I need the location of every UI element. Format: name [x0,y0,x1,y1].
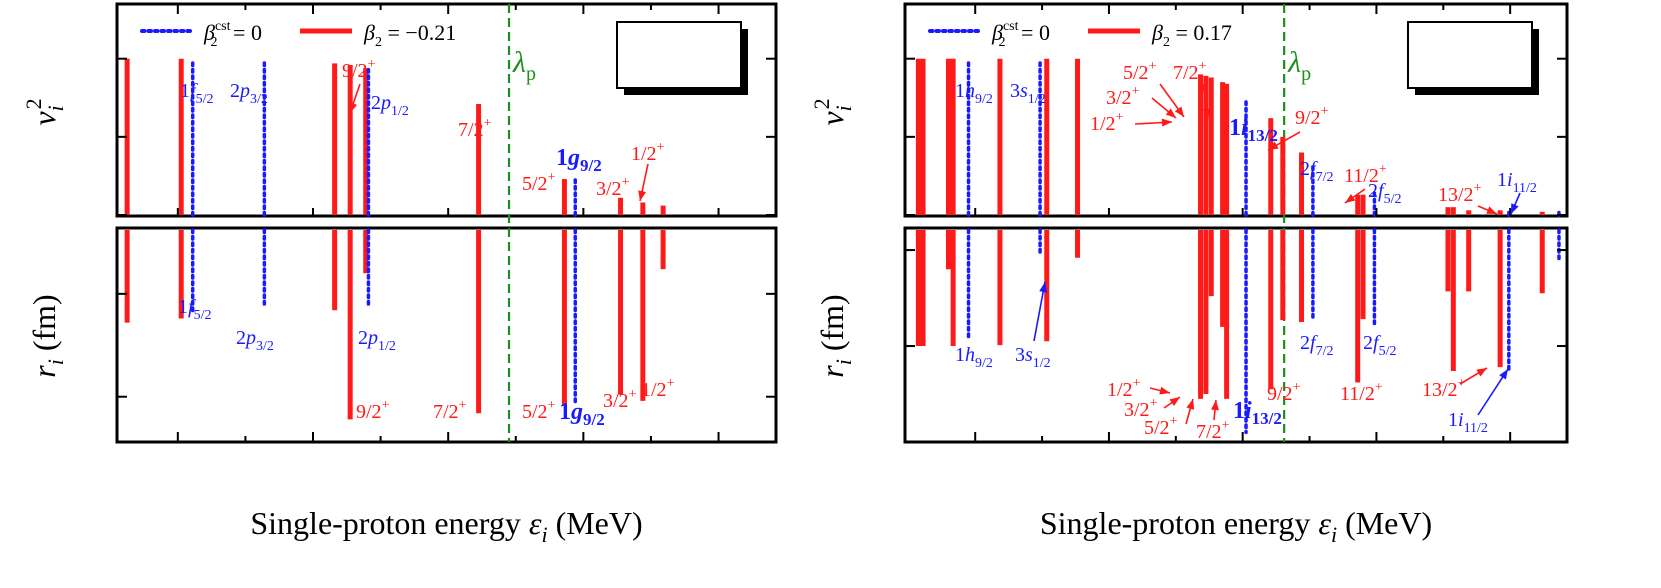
level-label-3-2: 3/2+ [596,175,630,200]
level-label-11-2: 11/2+ [1344,162,1387,187]
level-label-5-2c: 5/2+ [1123,59,1157,84]
level-label-1i132: 1i13/2 [1229,115,1278,145]
fermi-level-label: λp [1287,46,1311,85]
level-label-7-2: 7/2+ [458,116,492,141]
nucleus-badge [616,21,742,89]
level-label-7-2-b: 7/2+ [433,398,467,423]
level-label-13-2: 13/2+ [1438,181,1482,206]
level-arrow-3s12-d [1033,281,1046,342]
level-arrow-13-2-d-head [1476,368,1487,377]
legend-deformed-label: β2 = 0.17 [1151,20,1232,50]
level-label-5-2-b: 5/2+ [522,398,556,423]
level-label-7-2c: 7/2+ [1173,59,1207,84]
level-label-2p12: 2p1/2 [371,92,409,119]
radius-y-title: ri (fm) [814,294,856,377]
x-axis-title: Single-proton energy εi (MeV) [250,505,642,547]
fermi-level-label: λp [512,46,536,85]
nucleus-badge [1407,21,1533,89]
level-label-1g92: 1g9/2 [556,145,602,175]
level-label-5-2: 5/2+ [522,170,556,195]
occupation-frame [115,2,778,218]
level-label-5-2-d: 5/2+ [1144,414,1178,439]
level-label-1h92: 1h9/2 [955,80,993,107]
level-label-1h92-d: 1h9/2 [955,344,993,371]
level-arrow-7-2-d-head [1211,400,1219,411]
radius-frame [903,226,1569,444]
level-arrow-9-2c-head [1268,141,1279,150]
level-label-7-2-d: 7/2+ [1196,418,1230,443]
level-label-2f72: 2f7/2 [1300,158,1333,185]
level-label-9-2: 9/2+ [342,57,376,82]
level-label-2p32: 2p3/2 [230,80,268,107]
level-label-1-2: 1/2+ [631,140,665,165]
occupation-y-title: vi2 [809,98,856,125]
level-label-3-2-d: 3/2+ [1124,396,1158,421]
level-arrow-7-2c-head [1202,108,1211,119]
level-label-2f72-d: 2f7/2 [1300,332,1333,359]
level-label-9-2-d: 9/2+ [1267,380,1301,405]
level-arrow-1-2c-head [1161,118,1172,127]
level-label-2f52-d: 2f5/2 [1363,332,1396,359]
x-axis-title: Single-proton energy εi (MeV) [1040,505,1432,547]
occupation-y-title: vi2 [21,98,68,125]
level-label-2f52: 2f5/2 [1368,180,1401,207]
level-arrow-13-2-head [1486,206,1497,214]
level-label-2p32-b: 2p3/2 [236,327,274,354]
level-arrow-1-2-head [638,190,647,201]
level-label-3s12-d: 3s1/2 [1015,344,1051,371]
level-label-2p12-b: 2p1/2 [358,327,396,354]
level-label-1-2-b: 1/2+ [641,376,675,401]
radius-frame [115,226,778,444]
level-label-1i132-d: 1i13/2 [1233,398,1282,428]
level-label-3s12: 3s1/2 [1010,80,1046,107]
level-arrow-9-2-head [349,102,358,113]
level-label-1-2-d: 1/2+ [1107,376,1141,401]
level-arrow-1i112-d-head [1499,369,1508,380]
level-label-11-2-d: 11/2+ [1340,380,1383,405]
level-label-9-2c: 9/2+ [1295,104,1329,129]
level-arrow-1i112-head [1511,203,1519,214]
level-label-13-2-d: 13/2+ [1422,376,1466,401]
level-label-3-2-b: 3/2+ [603,387,637,412]
level-arrow-11-2-head [1345,193,1356,203]
level-label-1-2c: 1/2+ [1090,110,1124,135]
level-label-1i112-d: 1i11/2 [1448,409,1488,436]
level-label-1f52: 1f5/2 [180,80,213,107]
level-label-1f52-b: 1f5/2 [178,296,211,323]
level-arrow-5-2c-head [1174,106,1184,117]
level-arrow-3-2c-head [1165,108,1176,118]
level-label-9-2-b: 9/2+ [356,398,390,423]
level-label-3-2c: 3/2+ [1106,84,1140,109]
level-arrow-3-2-d-head [1169,397,1180,406]
legend-deformed-label: β2 = −0.21 [363,20,456,50]
level-label-1g92-b: 1g9/2 [559,399,605,429]
occupation-frame [903,2,1569,218]
level-label-1i112: 1i11/2 [1497,169,1537,196]
level-arrow-3s12-d-head [1039,282,1048,293]
level-arrow-5-2-d-head [1186,399,1195,410]
level-arrow-1-2-d-head [1159,386,1170,395]
radius-y-title: ri (fm) [26,294,68,377]
